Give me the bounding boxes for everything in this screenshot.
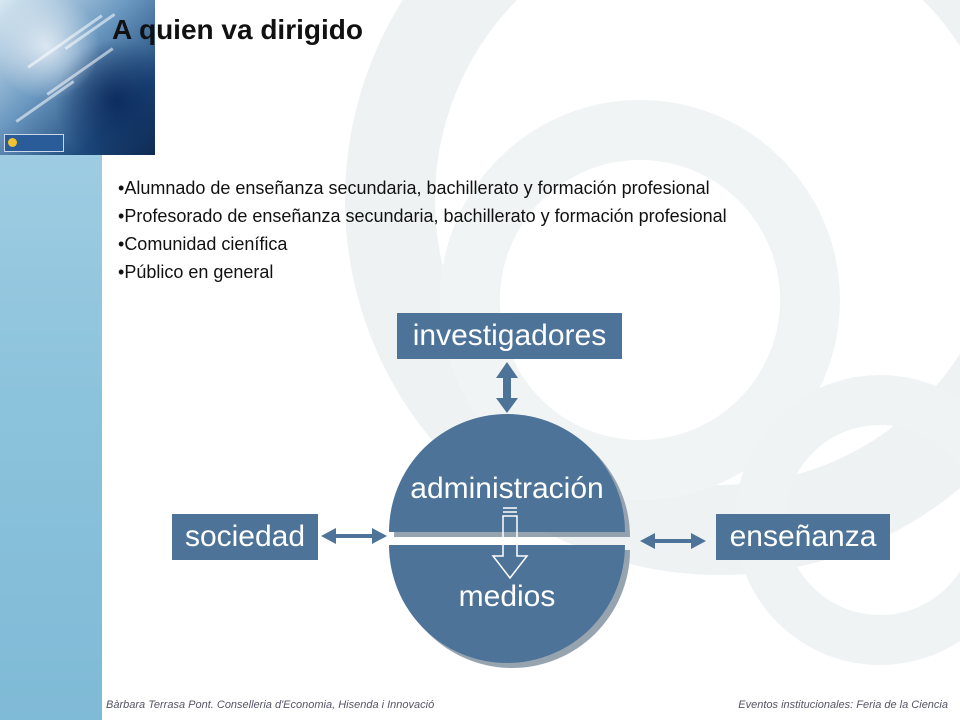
medios-half-disc — [389, 545, 625, 663]
down-arrow-icon — [491, 507, 529, 580]
bullet-item: Alumnado de enseñanza secundaria, bachil… — [118, 174, 727, 202]
bullet-list: Alumnado de enseñanza secundaria, bachil… — [118, 174, 727, 286]
bullet-item: Comunidad cienífica — [118, 230, 727, 258]
double-arrow-icon — [640, 533, 706, 549]
slide-title: A quien va dirigido — [112, 14, 363, 45]
bullet-item: Público en general — [118, 258, 727, 286]
administracion-half-disc — [389, 414, 625, 532]
ensenanza-box: enseñanza — [716, 514, 890, 560]
footer-author: Bàrbara Terrasa Pont. Conselleria d'Econ… — [106, 699, 435, 711]
double-arrow-icon — [321, 528, 387, 544]
footer-event: Eventos institucionales: Feria de la Cie… — [738, 699, 948, 711]
logo-badge — [4, 134, 64, 152]
header-thumbnail-image — [0, 0, 155, 155]
double-arrow-icon — [496, 362, 518, 413]
investigadores-box: investigadores — [397, 313, 622, 359]
administracion-label: administración — [410, 472, 604, 505]
sociedad-box: sociedad — [172, 514, 318, 560]
medios-label: medios — [458, 580, 556, 613]
bullet-item: Profesorado de enseñanza secundaria, bac… — [118, 202, 726, 230]
